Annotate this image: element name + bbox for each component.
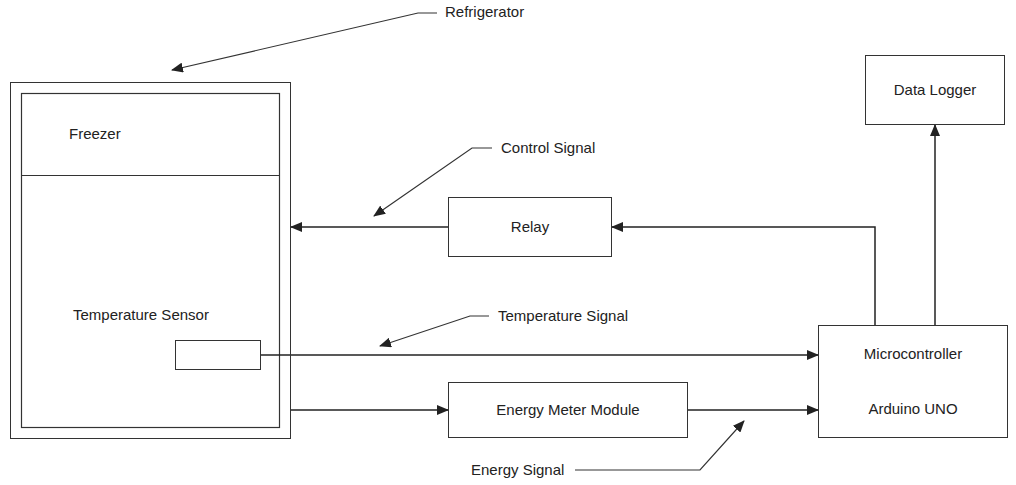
signal-label: Temperature Signal — [497, 307, 629, 325]
meter-box: Energy Meter Module — [448, 382, 688, 438]
signal-arrow — [291, 226, 448, 228]
freezer-compartment: Freezer — [21, 93, 280, 176]
logger-box: Data Logger — [865, 55, 1005, 125]
node-text: Microcontroller — [864, 345, 962, 363]
node-text: Refrigerator — [445, 3, 524, 21]
relay-box: Relay — [448, 197, 612, 257]
node-text: Arduino UNO — [868, 400, 957, 418]
signal-arrow — [934, 125, 936, 325]
refrigerator-inner-wall — [22, 94, 280, 428]
leader-line — [380, 316, 489, 346]
node-text: Temperature Sensor — [73, 306, 209, 324]
signal-label: Energy Signal — [470, 461, 565, 479]
sensor-box: Temperature Sensor — [175, 340, 261, 370]
node-text: Freezer — [69, 125, 121, 143]
signal-arrow — [291, 409, 448, 411]
controller-box: MicrocontrollerArduino UNO — [818, 325, 1008, 438]
node-text: Relay — [511, 218, 549, 236]
signal-label: Control Signal — [500, 139, 596, 157]
signal-arrow — [612, 227, 875, 325]
signal-arrow — [261, 354, 818, 356]
node-text: Data Logger — [894, 81, 977, 99]
refrigerator-box: RefrigeratorFreezerTemperature Sensor — [10, 82, 291, 439]
signal-arrow — [688, 409, 818, 411]
leader-line — [172, 13, 437, 70]
node-text: Energy Meter Module — [496, 401, 639, 419]
